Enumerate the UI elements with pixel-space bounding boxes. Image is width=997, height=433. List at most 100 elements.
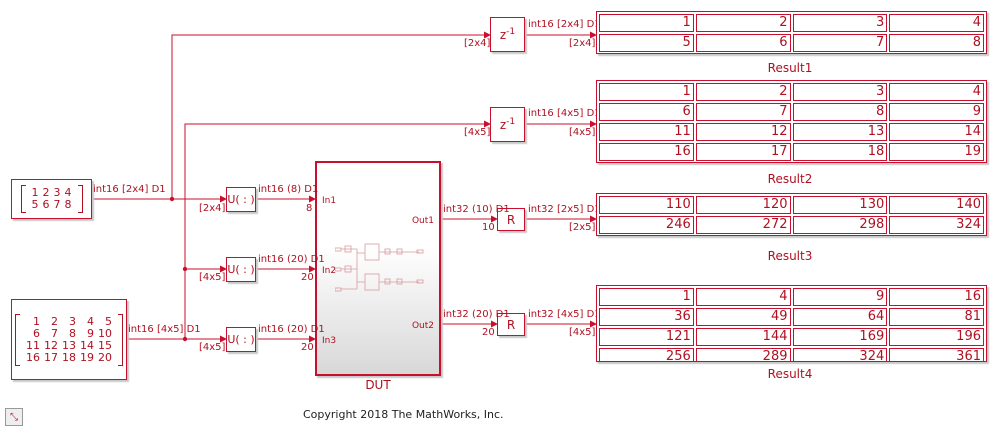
matrix-4x5-cell: 5 bbox=[105, 314, 112, 328]
sig-conv1-out: int16 (8) D1 bbox=[258, 184, 319, 195]
sig-delay1-out: int16 [2x4] D1 bbox=[528, 19, 601, 30]
matrix-4x5-cell: 20 bbox=[98, 350, 112, 364]
unit-delay-block-2[interactable]: z-1 bbox=[490, 107, 525, 142]
sig-delay1-out-dim: [2x4] bbox=[569, 38, 596, 49]
sig-conv2-in-dim: [4x5] bbox=[199, 272, 226, 283]
result4-cell: 121 bbox=[599, 328, 694, 346]
result2-cell: 6 bbox=[599, 103, 694, 121]
matrix-2x4-cell: 8 bbox=[64, 198, 72, 211]
matrix-4x5-cell: 8 bbox=[69, 326, 76, 340]
result3-cell: 120 bbox=[695, 196, 791, 214]
matrix-4x5-cell: 1 bbox=[33, 314, 40, 328]
dut-subsystem[interactable]: In1 In2 In3 Out1 Out2 bbox=[315, 161, 441, 376]
sig-conv2-out: int16 (20) D1 bbox=[258, 254, 325, 265]
matrix-4x5-cell: 7 bbox=[51, 326, 58, 340]
result1-cell: 8 bbox=[889, 34, 984, 52]
delay2-symbol: z-1 bbox=[499, 117, 516, 132]
result4-cell: 16 bbox=[889, 288, 984, 306]
sig-out1-dim: 10 bbox=[482, 222, 495, 233]
matrix-2x4-cell: 2 bbox=[42, 186, 50, 199]
matrix-4x5-cell: 4 bbox=[87, 314, 94, 328]
result2-cell: 19 bbox=[889, 143, 984, 161]
sig-delay2-out: int16 [4x5] D1 bbox=[528, 108, 601, 119]
result4-cell: 169 bbox=[792, 328, 888, 346]
sig-delay1-in-dim: [2x4] bbox=[464, 38, 491, 49]
matrix-4x5-cell: 9 bbox=[87, 326, 94, 340]
result4-cell: 196 bbox=[889, 328, 984, 346]
matrix-4x5-cell: 3 bbox=[69, 314, 76, 328]
display-result1-label: Result1 bbox=[767, 61, 813, 75]
unit-delay-block-1[interactable]: z-1 bbox=[490, 17, 525, 52]
sig-const1: int16 [2x4] D1 bbox=[93, 184, 166, 195]
result2-cell: 7 bbox=[695, 103, 791, 121]
sig-const2: int16 [4x5] D1 bbox=[128, 324, 201, 335]
result2-cell: 18 bbox=[792, 143, 888, 161]
matrix-4x5-cell: 15 bbox=[98, 338, 112, 352]
result2-cell: 2 bbox=[695, 83, 791, 101]
result1-cell: 5 bbox=[599, 34, 694, 52]
matrix-4x5-cell: 14 bbox=[80, 338, 94, 352]
result3-cell: 272 bbox=[695, 216, 791, 234]
result1-cell: 2 bbox=[695, 14, 791, 32]
sig-conv1-in-dim: [2x4] bbox=[199, 203, 226, 214]
sig-conv3-in-dim: [4x5] bbox=[199, 342, 226, 353]
result4-cell: 36 bbox=[599, 308, 694, 326]
display-result4-label: Result4 bbox=[767, 367, 813, 381]
dut-port-in3: In3 bbox=[322, 336, 337, 346]
reshape-r-block-2[interactable]: R bbox=[497, 313, 525, 336]
matrix-4x5-cell: 6 bbox=[33, 326, 40, 340]
delay1-symbol: z-1 bbox=[499, 27, 516, 42]
sig-delay2-in-dim: [4x5] bbox=[464, 127, 491, 138]
dut-port-in1: In1 bbox=[322, 196, 337, 206]
sig-conv2-out-dim: 20 bbox=[301, 272, 314, 283]
result4-cell: 144 bbox=[695, 328, 791, 346]
line-const1-delay1 bbox=[171, 31, 491, 199]
result2-cell: 4 bbox=[889, 83, 984, 101]
copyright-text: Copyright 2018 The MathWorks, Inc. bbox=[303, 408, 504, 421]
reshape-r-block-1[interactable]: R bbox=[497, 208, 525, 231]
sig-conv3-out-dim: 20 bbox=[301, 342, 314, 353]
matrix-4x5-cell: 19 bbox=[80, 350, 94, 364]
result2-cell: 11 bbox=[599, 123, 694, 141]
result1-cell: 7 bbox=[792, 34, 888, 52]
result4-cell: 49 bbox=[695, 308, 791, 326]
result3-cell: 324 bbox=[889, 216, 984, 234]
result2-cell: 1 bbox=[599, 83, 694, 101]
result2-cell: 16 bbox=[599, 143, 694, 161]
result4-cell: 1 bbox=[599, 288, 694, 306]
matrix-2x4-cell: 6 bbox=[42, 198, 50, 211]
reshape-block-2[interactable]: U( : ) bbox=[226, 257, 256, 282]
result2-cell: 14 bbox=[889, 123, 984, 141]
sig-conv3-out: int16 (20) D1 bbox=[258, 324, 325, 335]
matrix-2x4-cell: 1 bbox=[31, 186, 39, 199]
result2-cell: 13 bbox=[792, 123, 888, 141]
fit-to-view-button[interactable]: ⤡ bbox=[5, 408, 23, 426]
matrix-2x4-cell: 3 bbox=[53, 186, 61, 199]
result1-cell: 3 bbox=[792, 14, 888, 32]
result4-cell: 324 bbox=[792, 348, 888, 361]
matrix-2x4-cell: 4 bbox=[64, 186, 72, 199]
reshape-block-3[interactable]: U( : ) bbox=[226, 327, 256, 352]
matrix-4x5-cell: 13 bbox=[62, 338, 76, 352]
matrix-2x4-cell: 7 bbox=[53, 198, 61, 211]
result3-cell: 298 bbox=[792, 216, 888, 234]
matrix-4x5-cell: 10 bbox=[98, 326, 112, 340]
reshape-block-1[interactable]: U( : ) bbox=[226, 187, 256, 212]
